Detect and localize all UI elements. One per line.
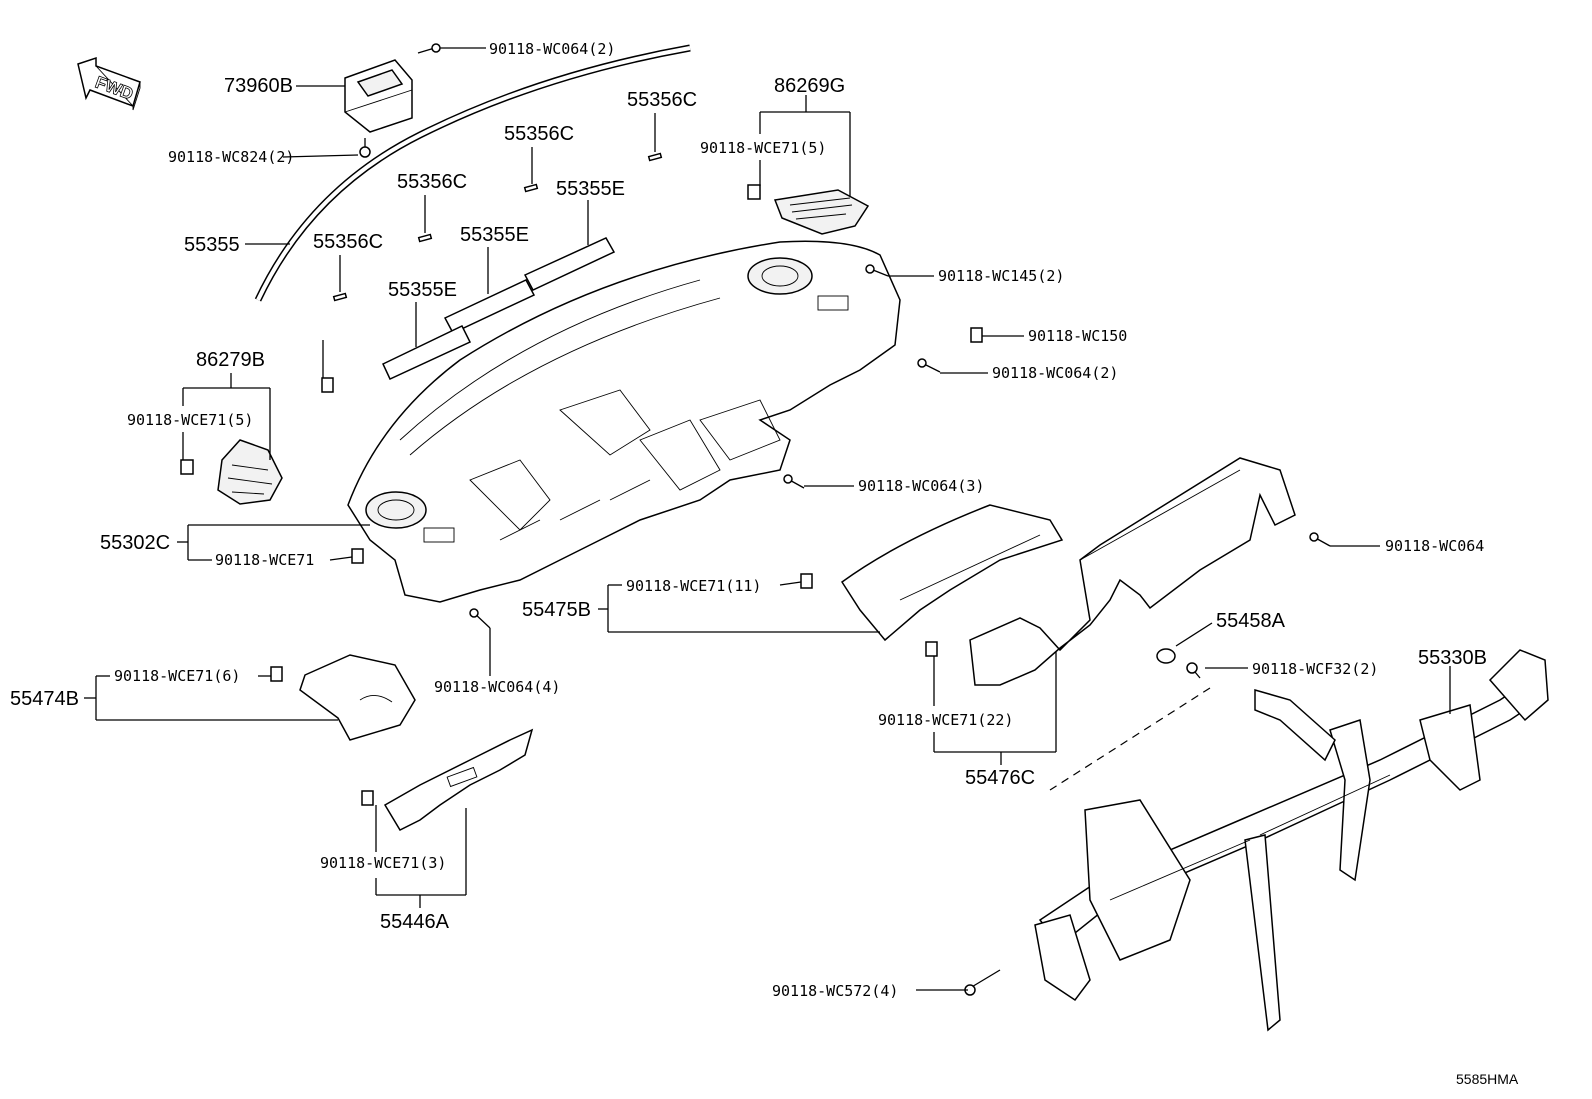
screw-icon [469, 608, 491, 629]
part-86269G-grille [747, 184, 870, 235]
label-55356C-b: 55356C [504, 123, 574, 145]
label-90118-WCE71-5-right: 90118-WCE71(5) [700, 139, 826, 157]
part-55355-strip [254, 44, 691, 302]
label-90118-WC064-2-top: 90118-WC064(2) [489, 40, 615, 58]
label-90118-WC150: 90118-WC150 [1028, 327, 1127, 345]
label-55330B: 55330B [1418, 647, 1487, 669]
screw-icon [783, 474, 805, 489]
label-90118-WCF32-2: 90118-WCF32(2) [1252, 660, 1378, 678]
clip-icon [970, 327, 983, 343]
label-90118-WCE71-22: 90118-WCE71(22) [878, 711, 1013, 729]
label-90118-WC064-4: 90118-WC064(4) [434, 678, 560, 696]
part-73960B-sensor [344, 59, 413, 158]
label-55355E-c: 55355E [388, 279, 457, 301]
pad-55355E-icon [523, 237, 616, 291]
label-55475B: 55475B [522, 599, 591, 621]
screw-icon [417, 43, 441, 54]
pad-55355E-icon [443, 279, 536, 334]
label-55458A: 55458A [1216, 610, 1286, 632]
leader-lines [84, 47, 1451, 991]
label-55446A: 55446A [380, 911, 450, 933]
pad-55355E-icon [382, 325, 472, 380]
label-55476C: 55476C [965, 767, 1035, 789]
pad-55356C-icon [417, 233, 433, 243]
label-90118-WCE71-11: 90118-WCE71(11) [626, 577, 761, 595]
part-55330B-frame [1034, 649, 1549, 1032]
label-90118-WC572-4: 90118-WC572(4) [772, 982, 898, 1000]
fwd-arrow-icon: FWD [77, 56, 141, 111]
label-90118-WC064-2-mid: 90118-WC064(2) [992, 364, 1118, 382]
label-90118-WC064: 90118-WC064 [1385, 537, 1484, 555]
screw-icon [1309, 532, 1331, 547]
label-73960B: 73960B [224, 75, 293, 97]
label-55355E-a: 55355E [556, 178, 625, 200]
screw-icon [1186, 662, 1201, 679]
label-55355E-b: 55355E [460, 224, 529, 246]
label-55356C-c: 55356C [397, 171, 467, 193]
label-55356C-d: 55356C [313, 231, 383, 253]
screw-icon [917, 358, 941, 373]
label-90118-WC064-3: 90118-WC064(3) [858, 477, 984, 495]
pad-55356C-icon [332, 292, 348, 302]
clip-icon [925, 641, 938, 657]
clip-icon [351, 548, 364, 564]
part-55446A-panel [383, 728, 534, 831]
label-55356C-a: 55356C [627, 89, 697, 111]
figure-code: 5585HMA [1456, 1071, 1519, 1087]
label-90118-WC824-2: 90118-WC824(2) [168, 148, 294, 166]
part-86279B-grille [180, 439, 283, 505]
label-86269G: 86269G [774, 75, 845, 97]
part-55458A-washer [1156, 648, 1176, 664]
label-86279B: 86279B [196, 349, 265, 371]
label-90118-WCE71: 90118-WCE71 [215, 551, 314, 569]
label-90118-WC145-2: 90118-WC145(2) [938, 267, 1064, 285]
part-55474B-cover [299, 654, 416, 741]
alignment-line [1049, 687, 1211, 791]
clip-icon [800, 573, 813, 589]
screw-icon [964, 969, 1001, 996]
pad-55356C-icon [647, 152, 663, 162]
clip-icon [270, 666, 283, 682]
part-55475B-panel [840, 504, 1064, 642]
pad-55356C-icon [523, 183, 539, 193]
clip-icon [361, 790, 374, 806]
part-55302C-dashboard [347, 240, 901, 603]
screw-icon [865, 264, 889, 277]
label-90118-WCE71-6: 90118-WCE71(6) [114, 667, 240, 685]
label-55474B: 55474B [10, 688, 79, 710]
label-90118-WCE71-3: 90118-WCE71(3) [320, 854, 446, 872]
label-55302C: 55302C [100, 532, 170, 554]
label-55355: 55355 [184, 234, 240, 256]
label-90118-WCE71-5-left: 90118-WCE71(5) [127, 411, 253, 429]
part-55476C-panel [969, 457, 1296, 686]
clip-icon [321, 377, 334, 393]
